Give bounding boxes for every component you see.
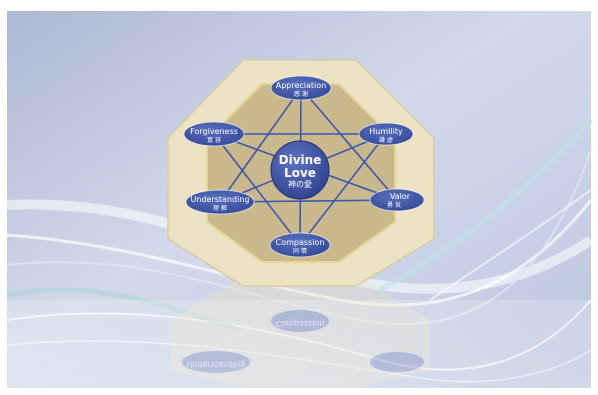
virtue-node-valor: Valor 勇 気 bbox=[369, 188, 425, 212]
center-line1: Divine bbox=[279, 153, 322, 167]
virtue-label: Forgiveness bbox=[190, 127, 238, 136]
virtue-node-forgiveness: Forgiveness 寛 容 bbox=[183, 121, 245, 147]
virtue-jp: 寛 容 bbox=[207, 136, 221, 144]
virtue-label: Understanding bbox=[191, 195, 250, 204]
virtue-node-appreciation: Appreciation 感 謝 bbox=[270, 75, 332, 101]
virtue-label: Compassion bbox=[276, 238, 325, 247]
virtue-node-understanding: Understanding 理 解 bbox=[185, 189, 255, 215]
virtue-jp: 理 解 bbox=[213, 204, 227, 212]
virtue-node-compassion: Compassion 同 情 bbox=[269, 232, 331, 258]
reflection-fade bbox=[7, 300, 591, 388]
center-node: Divine Love 神の愛 bbox=[270, 140, 330, 200]
virtue-jp: 勇 気 bbox=[387, 201, 401, 209]
virtue-label: Appreciation bbox=[276, 81, 327, 90]
star-triangle-up bbox=[218, 86, 399, 203]
virtue-jp: 謙 虚 bbox=[379, 136, 393, 144]
virtue-label: Valor bbox=[390, 192, 411, 201]
center-line2: Love bbox=[284, 166, 316, 180]
virtue-jp: 同 情 bbox=[293, 247, 307, 255]
virtue-node-humility: Humility 謙 虚 bbox=[358, 122, 414, 146]
virtue-label: Humility bbox=[369, 127, 403, 136]
virtue-jp: 感 謝 bbox=[294, 90, 308, 98]
center-jp: 神の愛 bbox=[288, 179, 312, 189]
